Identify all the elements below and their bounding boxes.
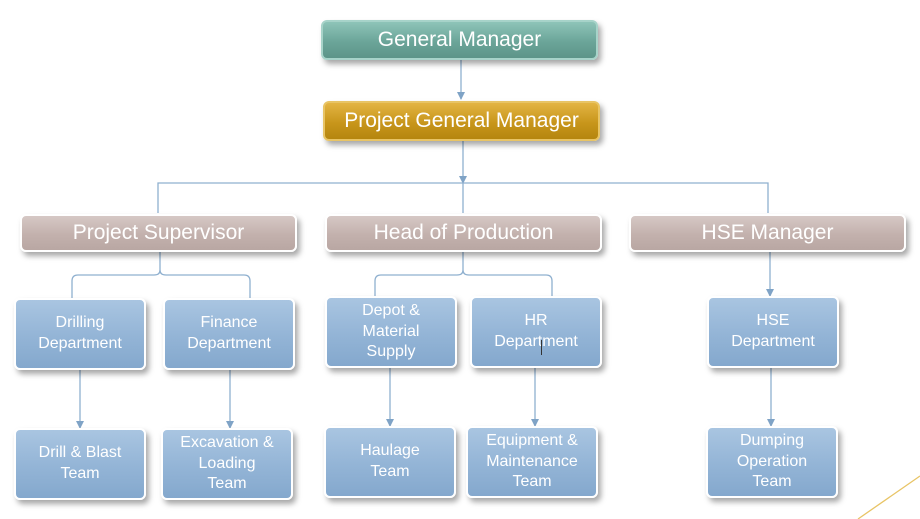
text-cursor [541,340,542,355]
hr-department-line-1: HR [524,312,548,330]
haulage-team-line-2: Team [370,463,410,480]
head-of-production-label: Head of Production [373,221,554,245]
excavation-loading-team-line-3: Team [207,475,247,493]
drilling-department-line-1: Drilling [55,314,105,332]
hse-manager-label: HSE Manager [701,221,834,245]
depot-material-supply-line-1: Depot & [362,301,420,319]
dumping-operation-team-line-3: Team [752,473,792,491]
head-of-production-box[interactable]: Head of Production [325,214,602,252]
depot-material-supply-box[interactable]: Depot & Material Supply [325,296,457,368]
hse-manager-box[interactable]: HSE Manager [629,214,906,252]
dumping-operation-team-line-2: Operation [736,452,808,470]
depot-material-supply-line-2: Material [362,322,420,340]
haulage-team-line-1: Haulage [360,442,420,460]
hr-department-line-2: Department [494,333,578,350]
finance-department-line-1: Finance [200,314,258,332]
drilling-department-line-2: Department [38,335,122,352]
excavation-loading-team-line-1: Excavation & [180,433,274,451]
connector-production-branch [374,252,553,298]
connector-supervisor-branch [71,252,251,298]
excavation-loading-team-box[interactable]: Excavation & Loading Team [161,428,293,500]
drill-blast-team-box[interactable]: Drill & Blast Team [14,428,146,500]
equipment-maintenance-team-line-2: Maintenance [486,452,578,470]
equipment-maintenance-team-line-3: Team [512,473,552,491]
project-general-manager-box[interactable]: Project General Manager [323,101,600,141]
excavation-loading-team-line-2: Loading [198,454,256,472]
drill-blast-team-line-1: Drill & Blast [38,444,122,462]
hse-department-line-2: Department [731,333,815,350]
haulage-team-box[interactable]: Haulage Team [324,426,456,498]
decorative-accent-line [857,475,920,519]
drilling-department-box[interactable]: Drilling Department [14,298,146,370]
equipment-maintenance-team-line-1: Equipment & [486,431,578,449]
depot-material-supply-line-3: Supply [366,343,416,361]
finance-department-line-2: Department [187,335,271,352]
dumping-operation-team-line-1: Dumping [739,431,804,449]
hr-department-box[interactable]: HR Department [470,296,602,368]
finance-department-box[interactable]: Finance Department [163,298,295,370]
drill-blast-team-line-2: Team [60,465,100,482]
equipment-maintenance-team-box[interactable]: Equipment & Maintenance Team [466,426,598,498]
general-manager-box[interactable]: General Manager [321,20,598,60]
general-manager-label: General Manager [377,28,542,52]
project-general-manager-label: Project General Manager [344,109,579,133]
hse-department-line-1: HSE [756,312,790,330]
dumping-operation-team-box[interactable]: Dumping Operation Team [706,426,838,498]
project-supervisor-box[interactable]: Project Supervisor [20,214,297,252]
hse-department-box[interactable]: HSE Department [707,296,839,368]
project-supervisor-label: Project Supervisor [72,221,245,245]
